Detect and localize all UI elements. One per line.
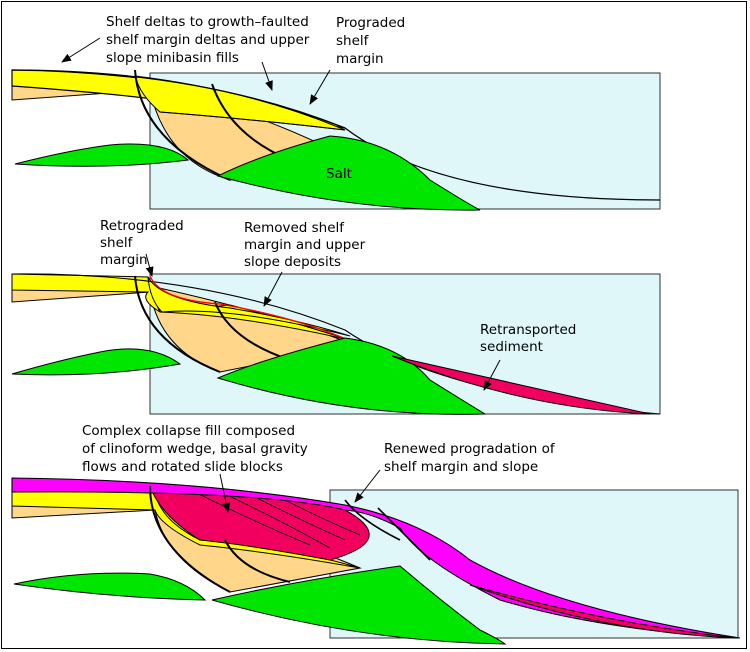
- arrow-prograded: [309, 69, 331, 105]
- salt-large-3: [211, 565, 507, 645]
- removed-label-line3: slope deposits: [244, 254, 341, 270]
- growth-fault-3a: [149, 485, 231, 593]
- growth-fault-3c: [344, 499, 401, 541]
- salt-large-2: [216, 337, 487, 415]
- retrograded-label-line2: shelf: [100, 235, 134, 251]
- arrow-retrograded: [145, 253, 154, 277]
- collapse-label-line1: Complex collapse fill composed: [82, 423, 295, 439]
- retransported-label-line2: sediment: [480, 339, 543, 355]
- collapse-clinoform-a: [194, 491, 311, 546]
- salt-small-3: [13, 572, 207, 601]
- arrow-deltas-left: [61, 37, 101, 63]
- growth-fault-1c: [159, 111, 346, 131]
- growth-fault-3d: [377, 507, 431, 561]
- seafloor-profile-1: [11, 69, 661, 201]
- renewed-label-line2: shelf margin and slope: [384, 459, 538, 475]
- deep-retransported-3: [469, 584, 736, 639]
- arrow-collapse: [219, 473, 231, 513]
- panel-1-prograded: Salt Shelf deltas to growth–faulted shel…: [11, 14, 661, 211]
- panel-2-retrograded: Retrograded shelf margin Removed shelf m…: [11, 218, 661, 415]
- collapse-label-line3: flows and rotated slide blocks: [82, 459, 283, 475]
- prograded-label-line1: Prograded: [336, 15, 405, 31]
- retransported-sediment: [391, 355, 651, 415]
- salt-small-2: [11, 348, 182, 376]
- renewed-label-line1: Renewed progradation of: [384, 441, 556, 457]
- retrograded-label-line3: margin: [100, 252, 148, 268]
- growth-fault-3b: [224, 539, 291, 583]
- growth-fault-2b: [214, 301, 291, 361]
- salt-small-1: [14, 143, 190, 167]
- collapse-clinoform-d: [284, 499, 361, 536]
- removed-label-line1: Removed shelf: [244, 220, 345, 236]
- panel-3-renewed: Complex collapse fill composed of clinof…: [11, 423, 741, 645]
- deltas-label-line2: shelf margin deltas and upper: [106, 32, 310, 48]
- removal-scar-2: [149, 275, 356, 344]
- salt-label: Salt: [326, 166, 352, 182]
- arrow-renewed: [354, 469, 381, 503]
- growth-fault-2a: [134, 275, 221, 373]
- growth-fault-1a: [134, 69, 231, 181]
- arrow-retransported: [483, 359, 501, 391]
- prograded-label-line3: margin: [336, 51, 384, 67]
- collapse-clinoform-b: [224, 493, 331, 549]
- deltas-label-line1: Shelf deltas to growth–faulted: [106, 14, 309, 30]
- prograded-label-line2: shelf: [336, 33, 370, 49]
- salt-large-1: [216, 135, 481, 211]
- collapse-label-line2: of clinoform wedge, basal gravity: [82, 441, 308, 457]
- delta-remnant-2b: [147, 276, 351, 337]
- arrow-removed: [263, 271, 283, 307]
- collapse-clinoform-c: [254, 496, 346, 541]
- deltas-label-line3: slope minibasin fills: [106, 50, 239, 66]
- arrow-deltas-right: [261, 61, 273, 91]
- retransported-label-line1: Retransported: [480, 322, 576, 338]
- removed-label-line2: margin and upper: [244, 237, 366, 253]
- retrograded-label-line1: Retrograded: [100, 218, 184, 234]
